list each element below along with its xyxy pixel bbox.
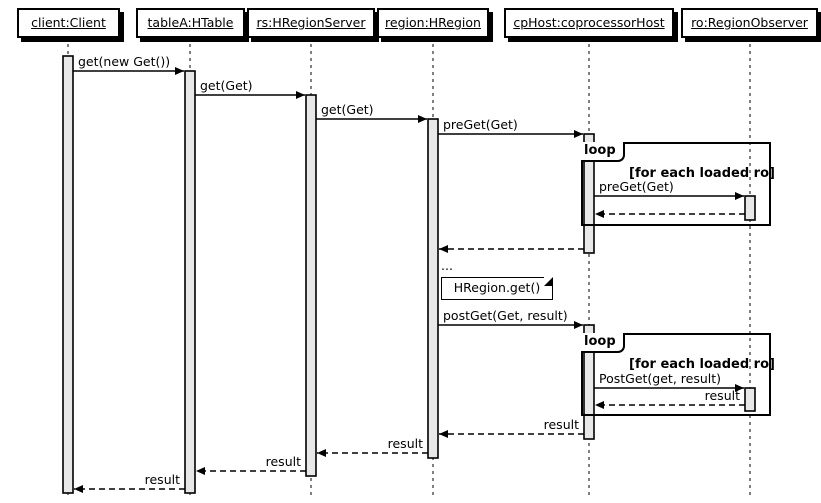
participant-label: cpHost:coprocessorHost — [513, 14, 665, 30]
activation-bar-tableA — [184, 70, 196, 494]
note-fold-corner-icon — [544, 277, 553, 286]
message-label-m11: result — [543, 417, 579, 432]
participant-rs[interactable]: rs:HRegionServer — [247, 8, 375, 38]
activation-bar-cpHost — [583, 133, 595, 254]
message-label-m12: result — [387, 436, 423, 451]
participant-client[interactable]: client:Client — [17, 8, 120, 38]
participant-label: ro:RegionObserver — [691, 14, 808, 30]
fragment-operator-loop2: loop — [581, 333, 625, 353]
message-label-m3: get(Get) — [321, 102, 374, 117]
fragment-operator-loop1: loop — [581, 142, 625, 162]
note-text: HRegion.get() — [453, 280, 541, 296]
participant-label: client:Client — [31, 14, 106, 30]
activation-bar-client — [62, 55, 74, 494]
participant-tableA[interactable]: tableA:HTable — [136, 8, 245, 38]
participant-ro[interactable]: ro:RegionObserver — [681, 8, 818, 38]
combined-fragment-loop2 — [581, 333, 771, 416]
activation-bar-rs — [305, 94, 317, 477]
participant-label: tableA:HTable — [147, 14, 234, 30]
activation-bar-region — [427, 118, 439, 459]
fragment-condition-loop2: [for each loaded ro] — [629, 357, 775, 372]
participant-cpHost[interactable]: cpHost:coprocessorHost — [504, 8, 674, 38]
message-label-m5: preGet(Get) — [599, 179, 674, 194]
message-label-m4: preGet(Get) — [443, 117, 518, 132]
message-label-m14: result — [144, 472, 180, 487]
message-label-m9: PostGet(get, result) — [599, 371, 722, 386]
activation-bar-ro — [744, 387, 756, 412]
activation-bar-cpHost — [583, 324, 595, 440]
combined-fragment-loop1 — [581, 142, 771, 226]
note-note1: HRegion.get() — [441, 277, 553, 300]
annotation-ellipsis: ... — [441, 258, 453, 273]
message-label-m8: postGet(Get, result) — [443, 308, 568, 323]
activation-bar-ro — [744, 195, 756, 221]
participant-label: region:HRegion — [385, 14, 481, 30]
participant-region[interactable]: region:HRegion — [377, 8, 489, 38]
fragment-condition-loop1: [for each loaded ro] — [629, 166, 775, 181]
message-label-m1: get(new Get()) — [78, 54, 171, 69]
message-label-m2: get(Get) — [200, 78, 253, 93]
participant-label: rs:HRegionServer — [256, 14, 366, 30]
message-label-m10: result — [704, 388, 740, 403]
message-label-m13: result — [265, 454, 301, 469]
